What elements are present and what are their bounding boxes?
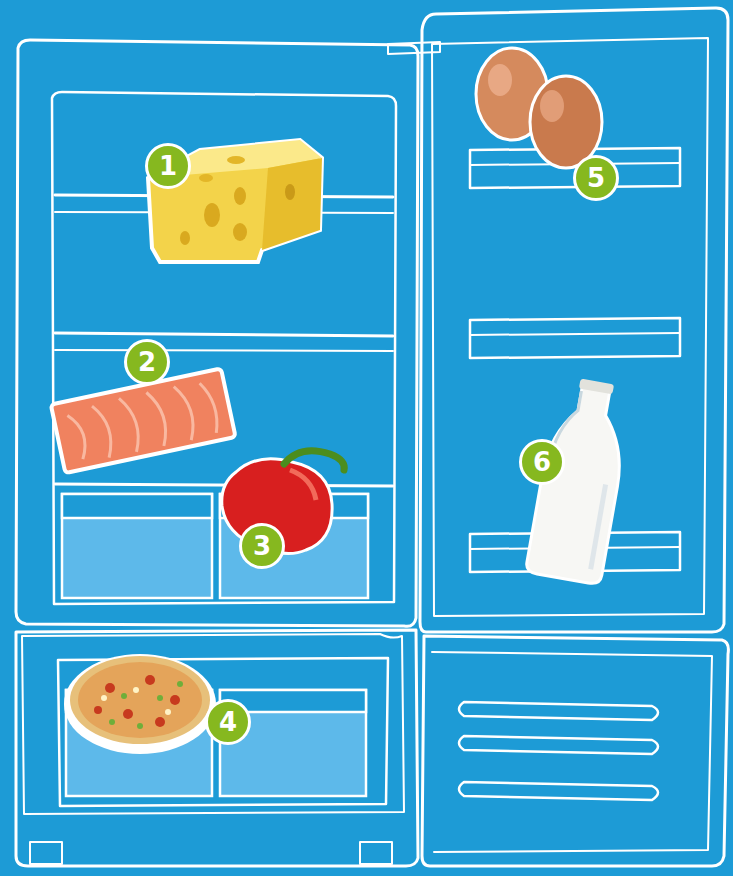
- callout-badge: 6: [519, 439, 565, 485]
- callout-badge: 5: [573, 155, 619, 201]
- callout-number: 3: [253, 533, 271, 559]
- callout-number: 5: [587, 165, 605, 191]
- callout-badge: 1: [145, 143, 191, 189]
- callout-number: 4: [219, 709, 237, 735]
- callout-number: 2: [138, 349, 156, 375]
- callout-number: 6: [533, 449, 551, 475]
- callout-number: 1: [159, 153, 177, 179]
- callout-badge: 2: [124, 339, 170, 385]
- callout-badge: 4: [205, 699, 251, 745]
- callout-badge: 3: [239, 523, 285, 569]
